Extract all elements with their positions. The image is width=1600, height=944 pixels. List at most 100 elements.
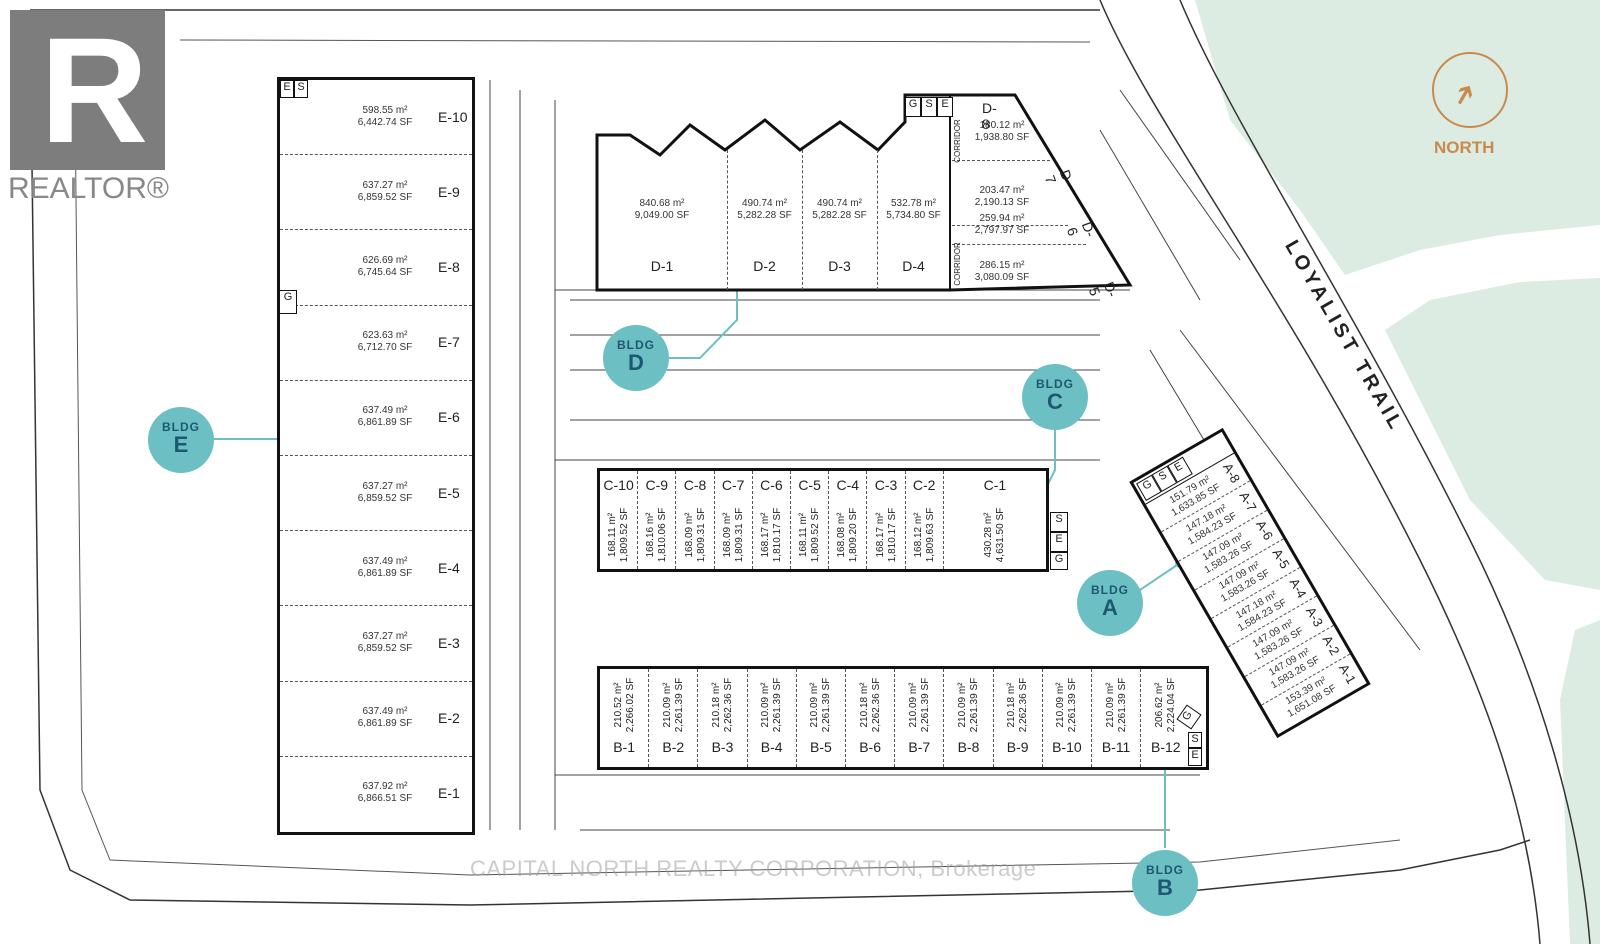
unit-label: B-11 — [1101, 739, 1131, 755]
unit[interactable]: 210.09 m² 2,261.39 SF B-10 — [1043, 669, 1092, 767]
unit-area: 210.09 m² 2,261.39 SF — [907, 677, 931, 733]
unit[interactable]: 210.09 m² 2,261.39 SF B-4 — [748, 669, 797, 767]
unit[interactable]: C-10 168.11 m² 1,809.52 SF — [600, 471, 639, 569]
unit-label: C-10 — [603, 477, 634, 493]
unit-area: 626.69 m² 6,745.64 SF — [357, 254, 413, 278]
building-c: C-10 168.11 m² 1,809.52 SF C-9 168.16 m² 1,… — [597, 468, 1049, 572]
badge-letter: D — [628, 350, 644, 375]
unit-label: E-2 — [438, 710, 460, 727]
unit-area: 180.12 m² 1,938.80 SF — [974, 120, 1030, 143]
unit[interactable]: C-8 168.09 m² 1,809.31 SF — [676, 471, 715, 569]
unit-label: B-1 — [613, 739, 635, 755]
building-b: 210.52 m² 2,266.02 SF B-1 210.09 m² 2,261.… — [597, 666, 1209, 770]
unit-label: E-6 — [438, 409, 460, 426]
unit-label: B-7 — [908, 739, 931, 755]
unit-area: 532.78 m² 5,734.80 SF — [886, 198, 941, 221]
unit-area: 168.16 m² 1,810.06 SF — [645, 507, 669, 563]
unit-area: 210.18 m² 2,262.36 SF — [858, 677, 882, 733]
unit-divider — [802, 150, 803, 290]
green-area-north — [1195, 0, 1600, 275]
unit-area: 286.15 m² 3,080.09 SF — [974, 260, 1030, 283]
unit-area: 210.09 m² 2,261.39 SF — [760, 677, 784, 733]
service-room-s: S — [1188, 732, 1202, 748]
unit-area: 168.11 m² 1,809.52 SF — [607, 507, 631, 563]
watermark: CAPITAL NORTH REALTY CORPORATION, Broker… — [470, 856, 1037, 881]
unit-label: C-3 — [874, 477, 898, 493]
unit-label: E-1 — [438, 785, 460, 802]
badge-label: BLDG — [1146, 863, 1184, 877]
road-edge — [1099, 0, 1541, 944]
unit-area: 637.49 m² 6,861.89 SF — [357, 555, 413, 579]
unit-label: E-9 — [438, 183, 460, 200]
unit-label: B-4 — [760, 739, 783, 755]
badge-label: BLDG — [162, 420, 200, 434]
unit[interactable]: C-9 168.16 m² 1,810.06 SF — [638, 471, 677, 569]
unit-label: B-10 — [1052, 739, 1082, 755]
unit-area: 168.09 m² 1,809.31 SF — [683, 507, 707, 563]
unit-label: D-3 — [828, 258, 851, 274]
unit-area: 210.52 m² 2,266.02 SF — [612, 677, 636, 733]
unit-area: 637.92 m² 6,866.51 SF — [357, 781, 413, 805]
service-room-s: S — [294, 80, 308, 98]
unit-area: 210.09 m² 2,261.39 SF — [809, 677, 833, 733]
unit-area: 210.18 m² 2,262.36 SF — [711, 677, 734, 733]
unit-label: C-8 — [683, 477, 707, 493]
badge-letter: E — [173, 432, 189, 457]
unit[interactable]: 210.52 m² 2,266.02 SF B-1 — [600, 669, 650, 767]
unit-area: 623.63 m² 6,712.70 SF — [357, 330, 413, 354]
unit-area: 210.09 m² 2,261.39 SF — [1055, 677, 1079, 733]
unit-label: C-6 — [760, 477, 783, 493]
unit-label: B-8 — [957, 739, 980, 755]
badge-label: BLDG — [1036, 377, 1074, 391]
fence-line — [74, 39, 1401, 876]
unit-label: C-2 — [912, 477, 936, 493]
service-room-e: E — [937, 97, 953, 117]
badge-label: BLDG — [1091, 583, 1129, 597]
north-arrow-icon: ➔ — [1444, 76, 1484, 113]
unit-area: 637.27 m² 6,859.52 SF — [357, 630, 413, 654]
unit-area: 206.62 m² 2,224.04 SF — [1153, 677, 1177, 733]
building-d-outline — [595, 93, 1133, 292]
unit-label: D-8 — [982, 100, 997, 132]
unit[interactable]: 637.92 m² 6,866.51 SF E-1 — [280, 757, 472, 832]
road-edge — [1179, 0, 1591, 944]
corridor-label: CORRIDOR — [953, 242, 962, 286]
unit-label: D-1 — [650, 258, 674, 274]
north-label: NORTH — [1434, 138, 1495, 157]
unit[interactable]: 210.09 m² 2,261.39 SF B-7 — [895, 669, 945, 767]
unit-label: C-9 — [645, 477, 669, 493]
realtor-logo-text: REALTOR® — [8, 172, 170, 205]
service-room-g: G — [279, 290, 297, 314]
unit-area: 168.09 m² 1,809.31 SF — [721, 507, 745, 563]
